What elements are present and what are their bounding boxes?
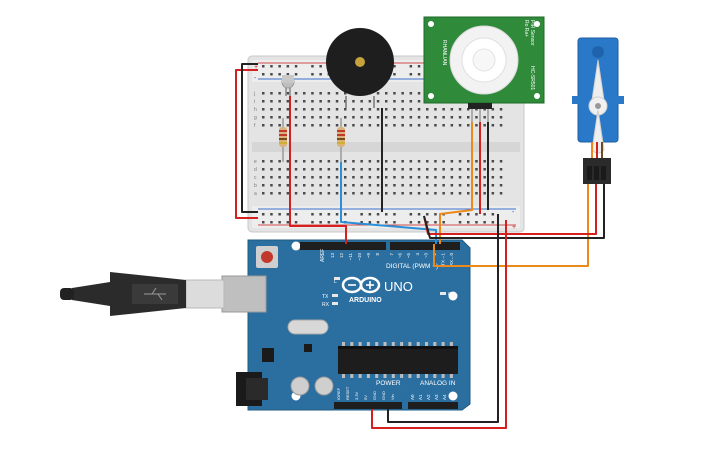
rail-plus-label: + xyxy=(254,64,258,71)
analog-pin-label: A1 xyxy=(418,394,423,400)
power-pin-label: 3.3V xyxy=(354,391,359,400)
row-letter: f xyxy=(254,123,256,129)
power-pin-labels: IOREF RESET 3.3V 5V GND GND Vin xyxy=(336,386,395,400)
digital-pin-label: TX→1 xyxy=(441,253,446,266)
resistor-led[interactable] xyxy=(279,118,287,162)
power-pin-label: IOREF xyxy=(336,387,341,400)
aref-label: AREF xyxy=(320,249,326,262)
digital-header-left xyxy=(300,242,386,250)
on-label: ON xyxy=(448,292,456,298)
chip-pins xyxy=(342,342,453,378)
digital-pin-label: RX←0 xyxy=(449,253,454,267)
analog-pin-label: A5 xyxy=(450,394,455,400)
usb-icon xyxy=(144,287,166,301)
analog-header xyxy=(408,402,458,409)
power-header xyxy=(334,402,402,409)
resistor-buzzer[interactable] xyxy=(337,118,345,162)
rail-plus-label-bottom: + xyxy=(512,224,516,231)
row-letter: h xyxy=(254,107,257,113)
power-pin-label: RESET xyxy=(345,386,350,400)
row-letter: c xyxy=(254,175,257,181)
digital-pin-label: 8 xyxy=(375,253,380,256)
row-letter: j xyxy=(253,91,255,97)
analog-pin-label: A3 xyxy=(434,394,439,400)
digital-pin-label: ~10 xyxy=(357,253,362,261)
power-pin-label: 5V xyxy=(363,395,368,400)
atmega-chip xyxy=(338,346,458,374)
row-letter: e xyxy=(254,159,257,165)
servo-motor[interactable] xyxy=(572,37,624,184)
row-letter: d xyxy=(254,167,257,173)
digital-label: DIGITAL (PWM ~) xyxy=(386,263,438,270)
wire-led-pin13 xyxy=(289,96,347,244)
pir-label-model: HC-SR501 xyxy=(529,66,535,90)
digital-pin-label: 7 xyxy=(389,253,394,256)
row-letter: b xyxy=(254,183,257,189)
digital-pin-label: ~11 xyxy=(348,253,353,261)
wire-rail-black xyxy=(241,63,258,213)
pir-label-top: PIR Sensor xyxy=(529,20,535,46)
analog-pin-label: A4 xyxy=(442,394,447,400)
power-pin-label: Vin xyxy=(390,394,395,400)
pir-sensor[interactable]: RHANLIAN PIR Sensor Ro Ra+ HC-SR501 xyxy=(423,16,545,122)
wire-servo-gnd xyxy=(423,184,605,239)
row-letter: a xyxy=(254,191,257,197)
usb-cable[interactable] xyxy=(60,272,267,316)
wire-5v xyxy=(371,220,507,429)
arduino-logo-icon xyxy=(341,276,381,294)
digital-pin-label: 13 xyxy=(330,253,335,259)
row-letter: g xyxy=(254,115,257,121)
analog-pin-label: A0 xyxy=(410,394,415,400)
digital-pin-label: 4 xyxy=(415,253,420,256)
wires xyxy=(235,63,605,429)
reset-button-cap[interactable] xyxy=(261,251,273,263)
l-label: L xyxy=(334,279,337,285)
digital-pin-label: ~5 xyxy=(406,253,411,259)
analog-label: ANALOG IN xyxy=(420,380,456,387)
digital-pin-label: ~3 xyxy=(423,253,428,259)
rail-minus-label-bottom: - xyxy=(512,209,515,216)
pir-label-side: Ro Ra+ xyxy=(523,20,529,37)
led[interactable] xyxy=(281,75,295,96)
row-letter: i xyxy=(254,99,255,105)
tx-label: TX xyxy=(322,294,329,300)
digital-pin-label: 12 xyxy=(339,253,344,259)
rx-label: RX xyxy=(322,302,330,308)
wire-gnd xyxy=(387,214,499,423)
power-pin-label: GND xyxy=(372,391,377,400)
pir-label-model2: RHANLIAN xyxy=(441,40,447,66)
arduino-brand: ARDUINO xyxy=(349,297,382,304)
analog-pin-label: A2 xyxy=(426,394,431,400)
digital-pin-label: ~6 xyxy=(398,253,403,259)
digital-pin-label: ~9 xyxy=(366,253,371,259)
power-label: POWER xyxy=(376,380,401,387)
arduino-model: UNO xyxy=(384,279,413,294)
power-pin-label: GND xyxy=(381,391,386,400)
wire-rail-red xyxy=(235,69,258,219)
wire-pir-signal xyxy=(439,122,473,244)
rail-minus-label: - xyxy=(254,75,257,82)
piezo-buzzer[interactable] xyxy=(326,28,394,108)
wire-servo-signal xyxy=(433,184,589,267)
digital-header-right xyxy=(390,242,460,250)
